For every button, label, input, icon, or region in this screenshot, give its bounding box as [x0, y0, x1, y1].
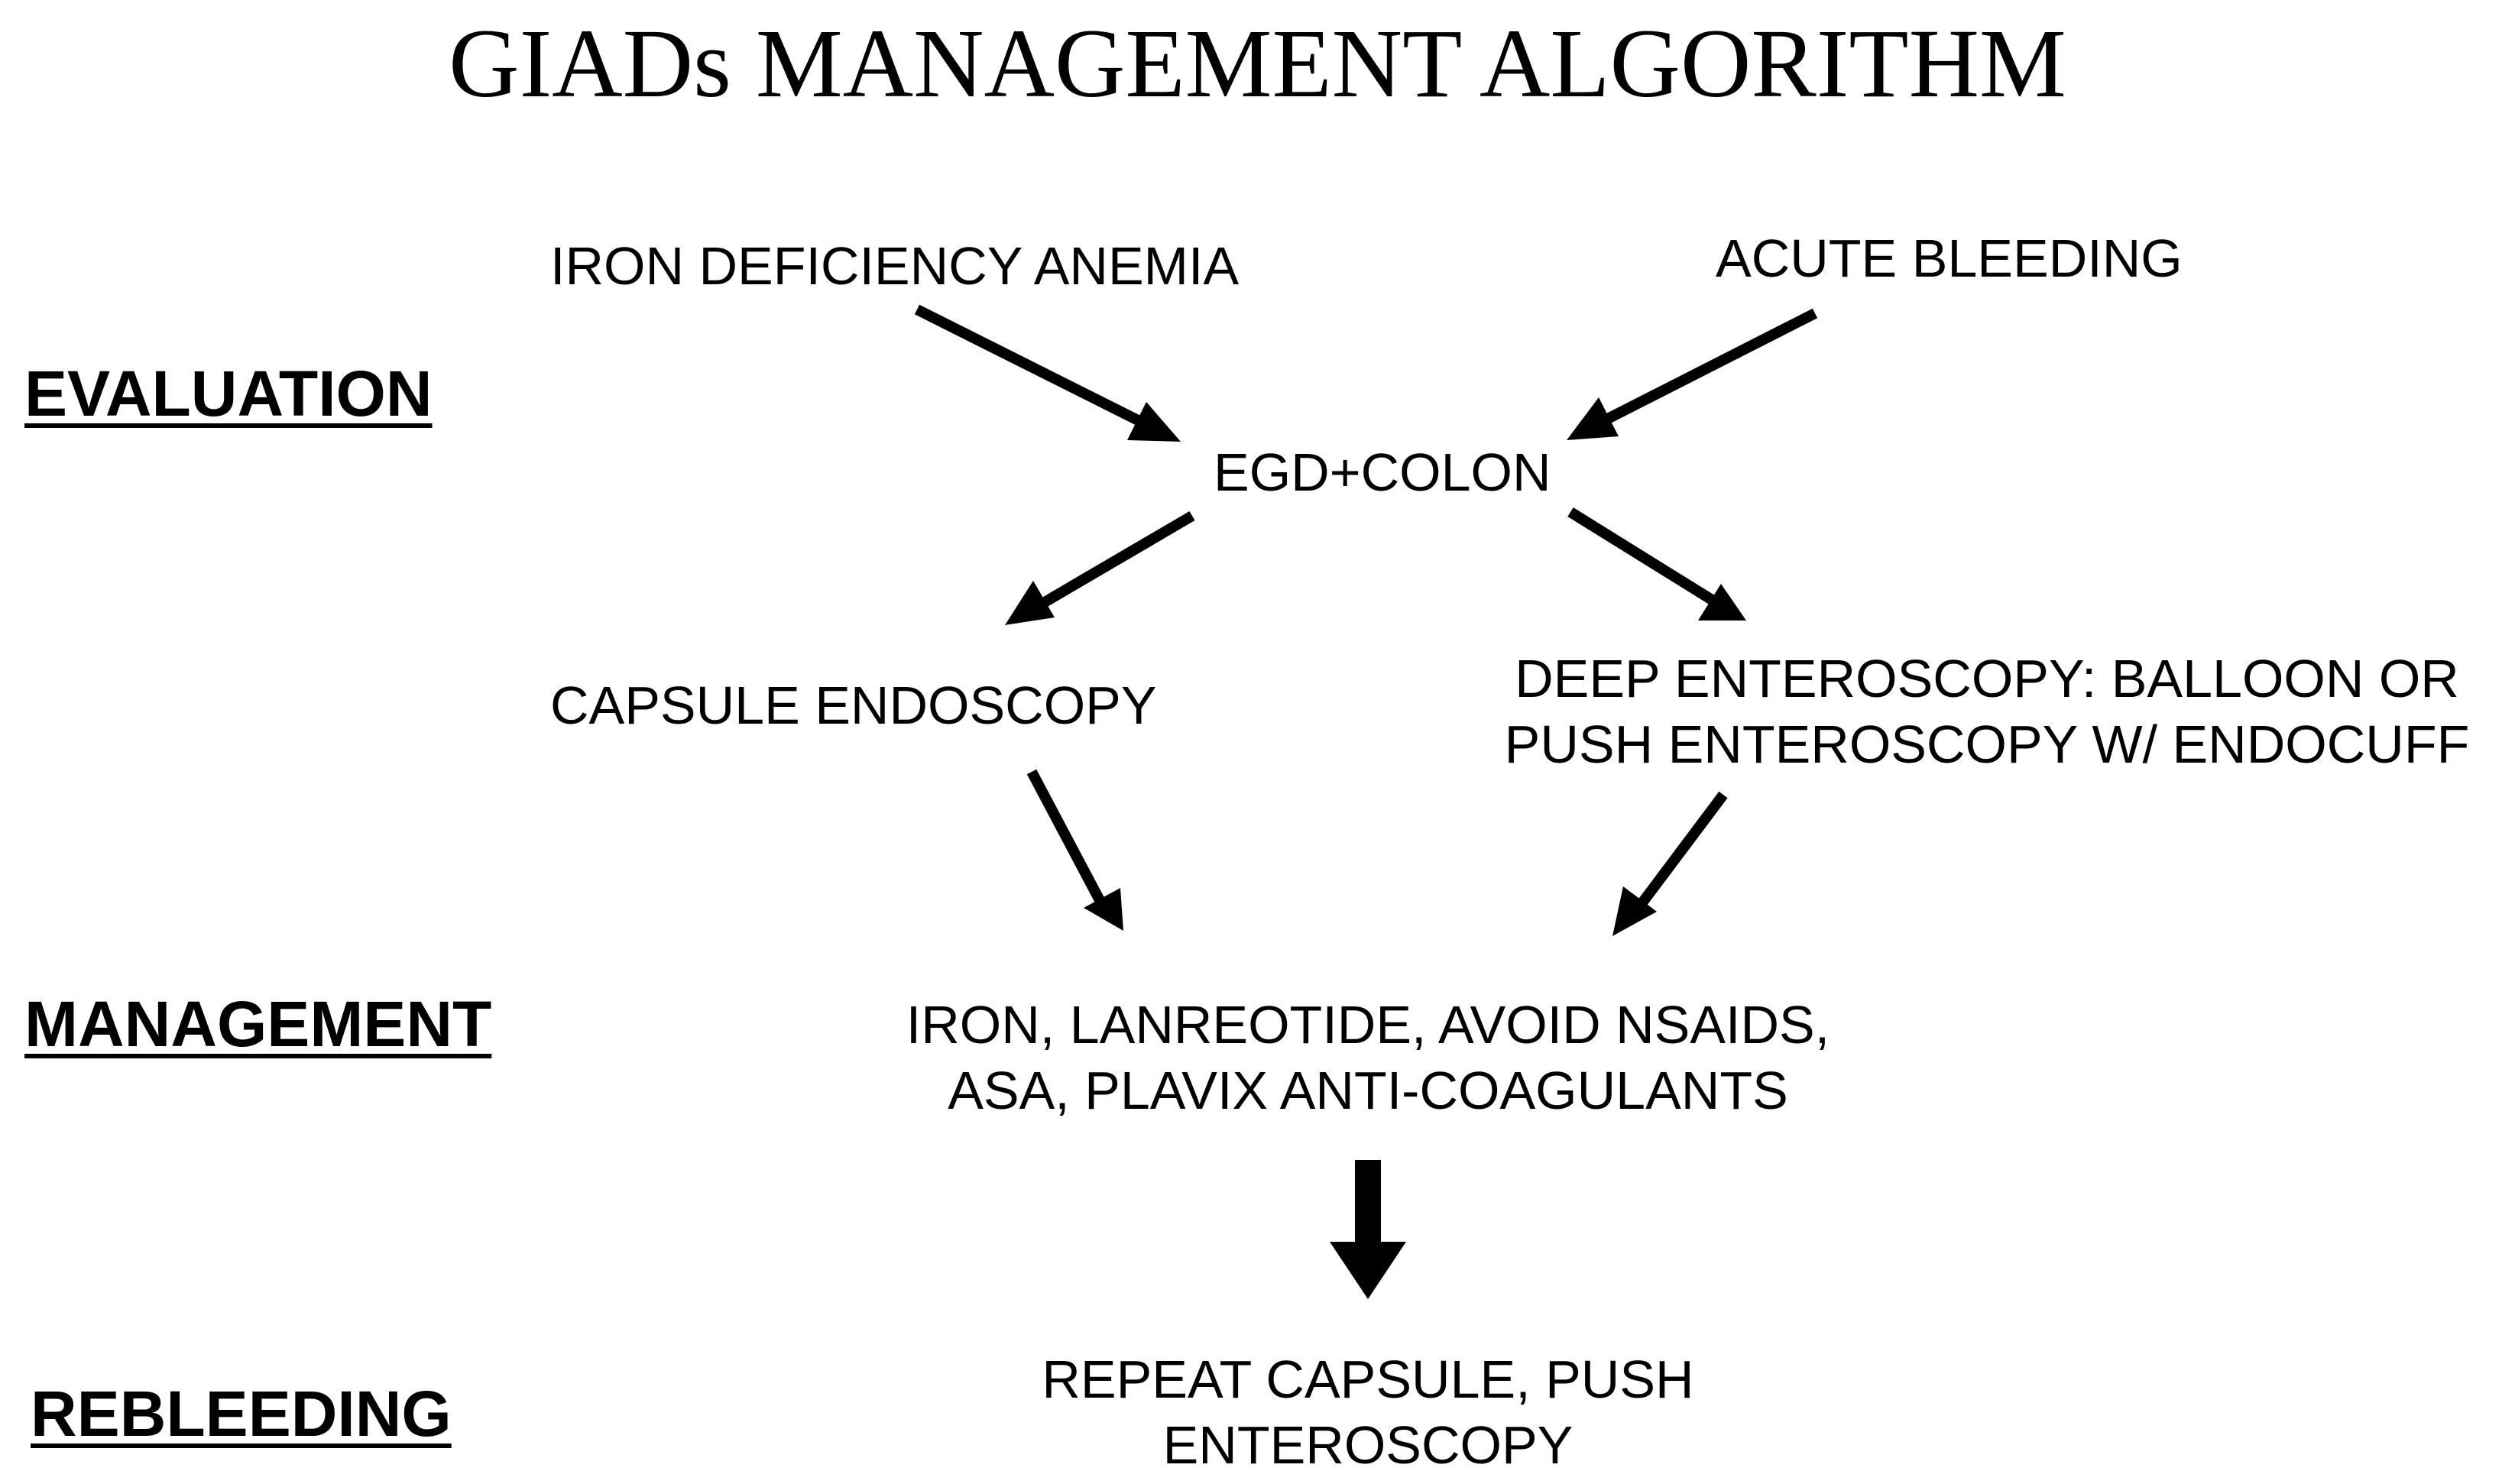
node-acute-bleeding: ACUTE BLEEDING — [1716, 228, 2183, 288]
arrow-iron-to-egd — [914, 304, 1153, 432]
arrowhead-deep-to-management — [1612, 886, 1657, 936]
arrow-egd-to-capsule — [1032, 510, 1195, 613]
arrow-capsule-to-management — [1026, 769, 1106, 905]
node-management-plan-line-1: IRON, LANREOTIDE, AVOID NSAIDS, — [906, 995, 1830, 1055]
diagram-title: GIADs MANAGEMENT ALGORITHM — [449, 9, 2066, 118]
node-rebleeding-plan: REPEAT CAPSULE, PUSH ENTEROSCOPY — [1016, 1346, 1719, 1478]
section-label-evaluation: EVALUATION — [24, 358, 433, 429]
node-deep-enteroscopy-line-1: DEEP ENTEROSCOPY: BALLOON OR — [1515, 649, 2459, 708]
section-label-management: MANAGEMENT — [24, 988, 492, 1060]
section-label-rebleeding: REBLEEDING — [31, 1378, 452, 1450]
node-rebleeding-plan-line-1: REPEAT CAPSULE, PUSH — [1042, 1350, 1694, 1409]
node-deep-enteroscopy-line-2: PUSH ENTEROSCOPY W/ ENDOCUFF — [1504, 714, 2470, 774]
arrow-bleeding-to-egd — [1594, 308, 1818, 429]
node-deep-enteroscopy: DEEP ENTEROSCOPY: BALLOON OR PUSH ENTERO… — [1475, 646, 2499, 777]
node-egd-colon: EGD+COLON — [1214, 442, 1551, 502]
arrowhead-egd-to-deep — [1698, 584, 1746, 620]
arrowhead-capsule-to-management — [1084, 888, 1123, 931]
arrow-egd-to-deep — [1567, 507, 1719, 607]
arrowhead-egd-to-capsule — [1005, 581, 1055, 625]
arrowhead-iron-to-egd — [1127, 402, 1181, 442]
arrowhead-management-to-rebleeding — [1330, 1242, 1406, 1299]
node-management-plan: IRON, LANREOTIDE, AVOID NSAIDS, ASA, PLA… — [864, 992, 1872, 1123]
node-capsule-endoscopy: CAPSULE ENDOSCOPY — [550, 676, 1157, 735]
arrowhead-bleeding-to-egd — [1567, 397, 1619, 440]
node-management-plan-line-2: ASA, PLAVIX ANTI-COAGULANTS — [948, 1061, 1788, 1120]
node-rebleeding-plan-line-2: ENTEROSCOPY — [1162, 1415, 1573, 1475]
node-iron-deficiency-anemia: IRON DEFICIENCY ANEMIA — [550, 236, 1240, 296]
arrow-deep-to-management — [1638, 791, 1728, 906]
